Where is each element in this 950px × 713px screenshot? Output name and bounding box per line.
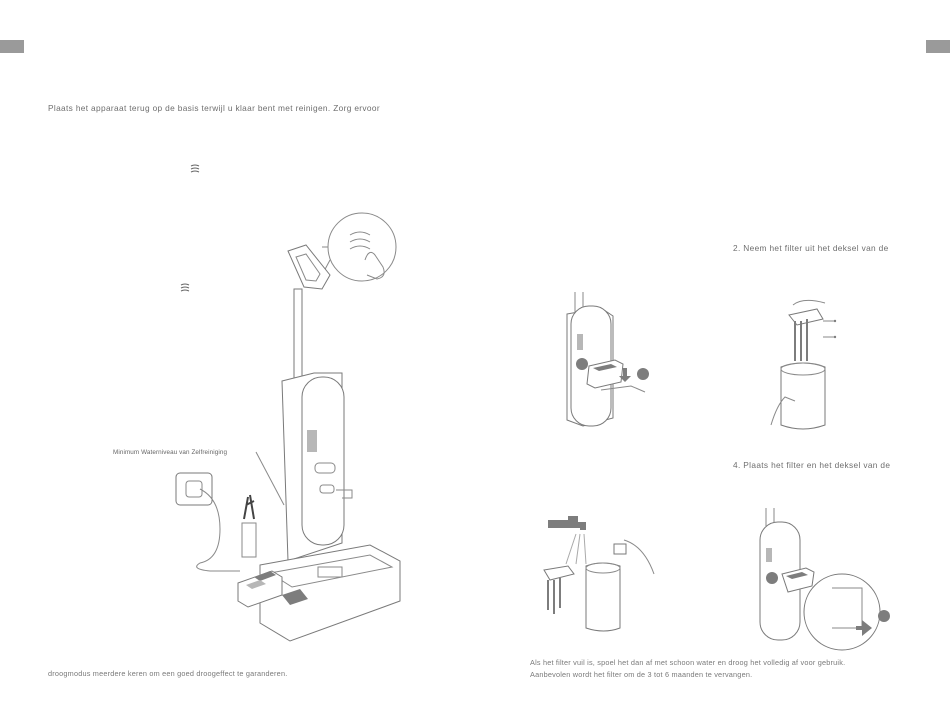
- right-footer-line-2: Aanbevolen wordt het filter om de 3 tot …: [530, 670, 753, 679]
- wet-dry-vacuum-illustration: [160, 205, 410, 645]
- step-3-illustration: [540, 516, 670, 640]
- dry-mode-icon: [189, 163, 201, 178]
- step-4-illustration: [752, 508, 890, 648]
- callout-label: Minimum Waterniveau van Zelfreiniging: [113, 449, 228, 456]
- right-footer-line-1: Als het filter vuil is, spoel het dan af…: [530, 658, 846, 667]
- dry-mode-icon-2: [179, 282, 191, 297]
- step-4-text: 4. Plaats het filter en het deksel van d…: [733, 460, 891, 470]
- intro-text: Plaats het apparaat terug op de basis te…: [48, 103, 380, 113]
- page-marker-left: [0, 40, 24, 53]
- left-footer-text: droogmodus meerdere keren om een goed dr…: [48, 669, 288, 678]
- step-2-text: 2. Neem het filter uit het deksel van de: [733, 243, 889, 253]
- step-1-illustration: [555, 292, 649, 432]
- page-marker-right: [926, 40, 950, 53]
- step-2-illustration: [765, 295, 837, 435]
